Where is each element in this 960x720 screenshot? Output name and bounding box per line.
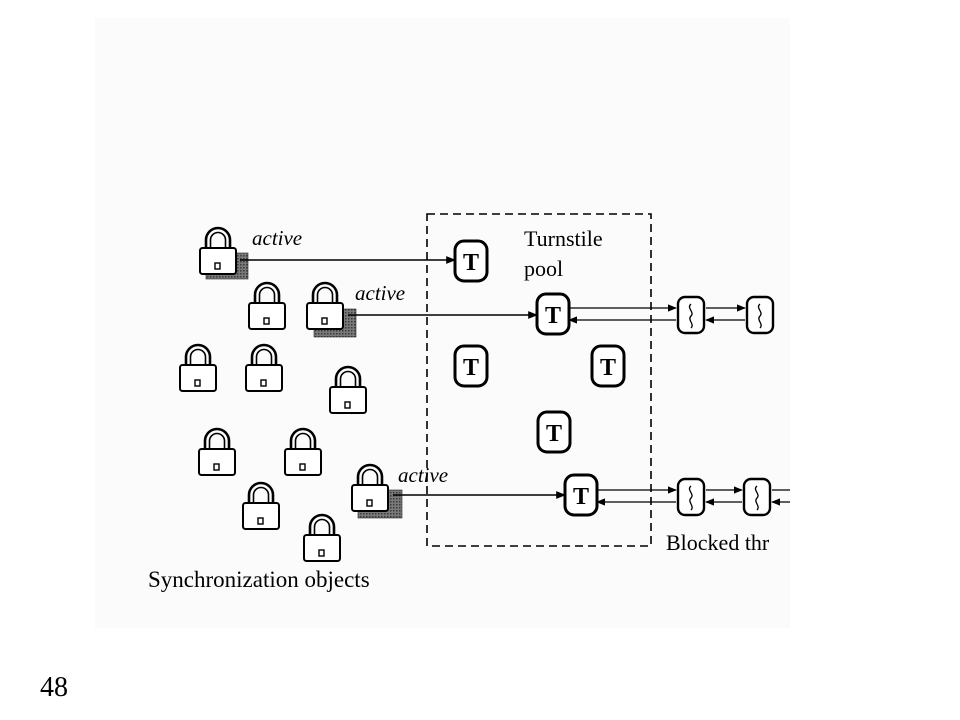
svg-text:T: T [545, 303, 561, 329]
turnstile-icon: T [563, 473, 599, 517]
thread-icon [742, 477, 772, 517]
turnstile-icon: T [590, 344, 626, 388]
figure-panel [95, 18, 790, 628]
blocked-threads-clip: Blocked thr [666, 530, 770, 555]
turnstile-icon: T [535, 292, 571, 336]
active-lock-1 [198, 226, 249, 280]
svg-text:T: T [463, 250, 479, 276]
active-label-3: active [398, 463, 448, 487]
thread-icon [676, 477, 706, 517]
blocked-threads-label: Blocked thr [666, 530, 770, 555]
svg-text:T: T [573, 484, 589, 510]
turnstile-pool-label-line1: Turnstile [524, 226, 603, 251]
svg-text:T: T [600, 355, 616, 381]
turnstile-icon: T [536, 410, 572, 454]
thread-icon [676, 295, 706, 335]
active-label-2: active [355, 281, 405, 305]
turnstile-icon: T [453, 239, 489, 283]
active-lock-2 [305, 281, 357, 338]
slide-number: 48 [40, 672, 68, 703]
turnstile-pool-boundary [426, 213, 652, 547]
synchronization-objects-label: Synchronization objects [148, 567, 370, 592]
thread-icon [745, 295, 775, 335]
active-label-1: active [252, 226, 302, 250]
svg-text:T: T [546, 421, 562, 447]
svg-text:T: T [463, 355, 479, 381]
turnstile-pool-label-line2: pool [524, 256, 563, 281]
turnstile-icon: T [453, 344, 489, 388]
